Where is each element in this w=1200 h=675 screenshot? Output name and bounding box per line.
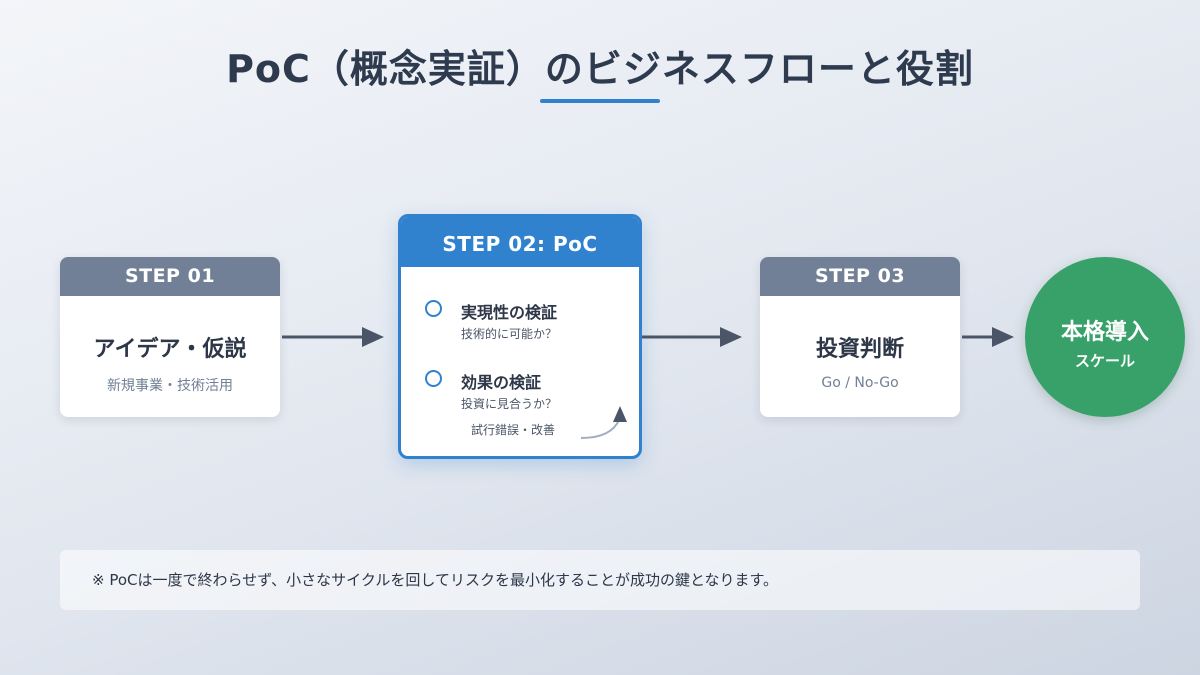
arrow-right-icon (642, 327, 742, 347)
check-item-subtitle: 技術的に可能か？ (461, 327, 558, 341)
step-01-header: STEP 01 (60, 257, 280, 296)
step-03-subtitle: Go / No-Go (821, 375, 899, 391)
step-01-subtitle: 新規事業・技術活用 (107, 378, 233, 394)
step-01-card: STEP 01 アイデア・仮説 新規事業・技術活用 (60, 257, 280, 417)
step-01-title: アイデア・仮説 (93, 337, 247, 362)
step-03-card: STEP 03 投資判断 Go / No-Go (760, 257, 960, 417)
check-circle-icon (425, 370, 442, 387)
check-circle-icon (425, 300, 442, 317)
iteration-note: 試行錯誤・改善 (471, 423, 556, 437)
arrow-right-icon (962, 327, 1014, 347)
final-stage-circle: 本格導入 スケール (1025, 257, 1185, 417)
step-03-title: 投資判断 (815, 337, 904, 362)
step-03-header: STEP 03 (760, 257, 960, 296)
footnote-box: ※ PoCは一度で終わらせず、小さなサイクルを回してリスクを最小化することが成功… (60, 550, 1140, 610)
footnote-text: ※ PoCは一度で終わらせず、小さなサイクルを回してリスクを最小化することが成功… (92, 571, 779, 589)
loop-arrow-icon (580, 406, 627, 439)
final-stage-subtitle: スケール (1074, 352, 1135, 370)
step-02-header: STEP 02: PoC (401, 217, 639, 267)
check-item-title: 効果の検証 (461, 373, 542, 392)
check-item-subtitle: 投資に見合うか？ (461, 397, 558, 411)
arrow-right-icon (282, 327, 384, 347)
final-stage-title: 本格導入 (1060, 320, 1149, 345)
page-title: PoC（概念実証）のビジネスフローと役割 (226, 47, 974, 91)
step-02-card: STEP 02: PoC 実現性の検証 技術的に可能か？ 効果の検証 投資に見合… (398, 214, 642, 459)
title-underline (540, 99, 660, 103)
check-item-title: 実現性の検証 (461, 303, 558, 322)
